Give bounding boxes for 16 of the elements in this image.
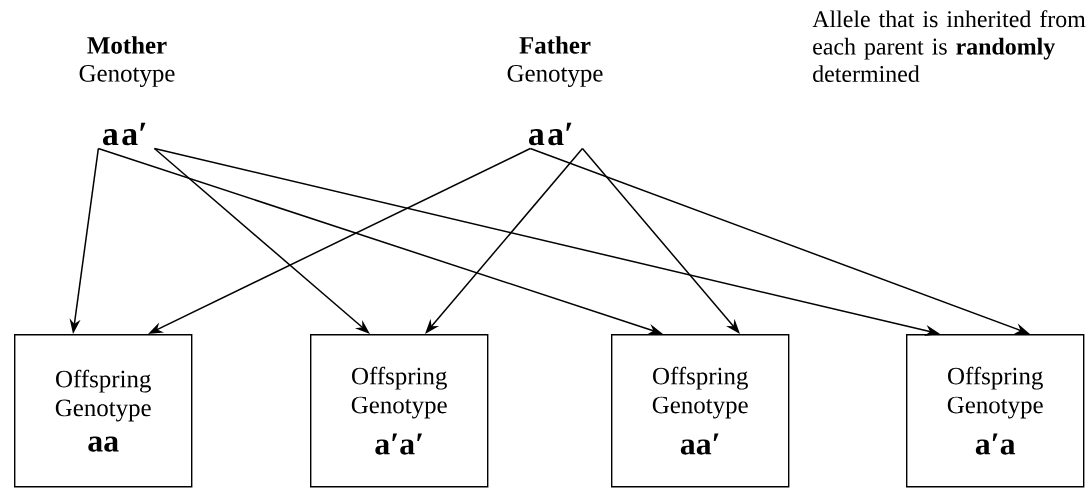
parent-label: Father [519, 36, 591, 54]
genotype-allele: a [528, 129, 545, 146]
parent-label: Genotype [507, 65, 603, 87]
offspring-box: Offspring Genotype a′a [906, 334, 1085, 488]
arrow [425, 147, 584, 334]
offspring-box: Offspring Genotype aa [14, 334, 193, 488]
note-text: Allele that is inherited from each parent is randomly determined [812, 10, 1086, 83]
genotype-allele: a′ [122, 122, 146, 146]
genotype-allele: a [102, 129, 119, 146]
offspring-box: Offspring Genotype a′a′ [310, 334, 489, 488]
parent-label: Mother [87, 36, 167, 54]
offspring-box: Offspring Genotype aa′ [611, 334, 790, 488]
arrow [153, 147, 370, 334]
arrow [581, 147, 740, 334]
parent-label: Genotype [79, 65, 175, 87]
genotype-allele: a′ [548, 122, 572, 146]
